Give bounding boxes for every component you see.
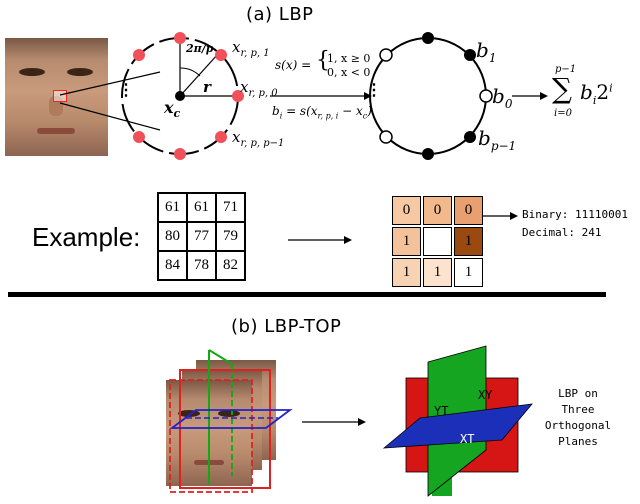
lbp-cell: 0 <box>392 196 421 225</box>
case-1: 1, x ≥ 0 <box>327 52 371 65</box>
caption-line: Three <box>561 403 595 416</box>
grid-cell: 61 <box>186 192 217 223</box>
plane-xy-label: XY <box>478 388 493 402</box>
table-row: 84 78 82 <box>157 250 246 281</box>
caption-line: Planes <box>558 435 598 448</box>
lbp-cell: 1 <box>392 227 421 256</box>
case-2: 0, x < 0 <box>327 66 371 79</box>
caption-line: LBP on <box>558 387 598 400</box>
table-row: 1 1 1 <box>392 258 483 287</box>
brace: { <box>316 48 330 73</box>
sum-lower: i=0 <box>554 108 572 119</box>
neighbor-1-label: xr, p, 1 <box>232 38 270 59</box>
center-label: xc <box>164 98 181 121</box>
lbp-cell: 1 <box>454 258 483 287</box>
lbp-circle-diagram <box>59 32 548 160</box>
grid-cell: 61 <box>157 192 188 223</box>
neighbor-last-label: xr, p, p−1 <box>232 128 285 149</box>
section-b-title: (b) LBP-TOP <box>231 316 342 337</box>
ellipsis-left: ⋮ <box>118 80 134 99</box>
bit-formula: bi = s(xr, p, i − xc) <box>272 104 372 121</box>
radius-label: r <box>203 78 211 96</box>
example-label: Example: <box>32 222 141 252</box>
neighbor-0-label: xr, p, 0 <box>240 78 278 99</box>
lbp-top-caption: LBP on Three Orthogonal Planes <box>520 386 636 450</box>
table-row: 0 0 0 <box>392 196 483 225</box>
lbp-cell: 0 <box>423 196 452 225</box>
table-row: 80 77 79 <box>157 221 246 252</box>
lbp-cell: 1 <box>454 227 483 256</box>
grid-cell: 79 <box>215 221 246 252</box>
section-divider <box>8 292 606 297</box>
lbp-grid: 0 0 0 1 1 1 1 1 <box>390 194 485 289</box>
face-image <box>5 38 108 156</box>
sum-upper: p−1 <box>555 64 577 75</box>
sum-sigma: ∑ <box>552 72 572 105</box>
ellipsis-right: ⋮ <box>366 80 382 99</box>
lbp-cell: 1 <box>423 258 452 287</box>
table-row: 61 61 71 <box>157 192 246 223</box>
bit-0-label: b0 <box>492 84 513 111</box>
plane-xt-label: XT <box>460 432 475 446</box>
grid-cell: 84 <box>157 250 188 281</box>
bit-last-label: bp−1 <box>478 126 517 153</box>
grid-cell: 78 <box>186 250 217 281</box>
lbp-top-diagram <box>169 345 533 497</box>
example-arrows <box>288 212 518 244</box>
sample-patch <box>53 90 67 102</box>
sum-term: bi2i <box>580 80 613 107</box>
grid-cell: 71 <box>215 192 246 223</box>
lbp-cell-center <box>423 227 452 256</box>
section-a-title: (a) LBP <box>246 4 314 25</box>
grid-cell: 80 <box>157 221 188 252</box>
decimal-result: Decimal: 241 <box>522 226 602 239</box>
grid-cell: 77 <box>186 221 217 252</box>
table-row: 1 1 <box>392 227 483 256</box>
caption-line: Orthogonal <box>544 419 612 432</box>
lbp-cell: 0 <box>454 196 483 225</box>
grid-cell: 82 <box>215 250 246 281</box>
input-grid: 61 61 71 80 77 79 84 78 82 <box>157 192 246 281</box>
binary-result: Binary: 11110001 <box>522 208 628 221</box>
step-function-label: s(x) = <box>275 58 312 72</box>
angle-label: 2π/p <box>186 42 214 55</box>
bit-1-label: b1 <box>476 38 497 65</box>
plane-yt-label: YT <box>434 404 449 418</box>
lbp-cell: 1 <box>392 258 421 287</box>
